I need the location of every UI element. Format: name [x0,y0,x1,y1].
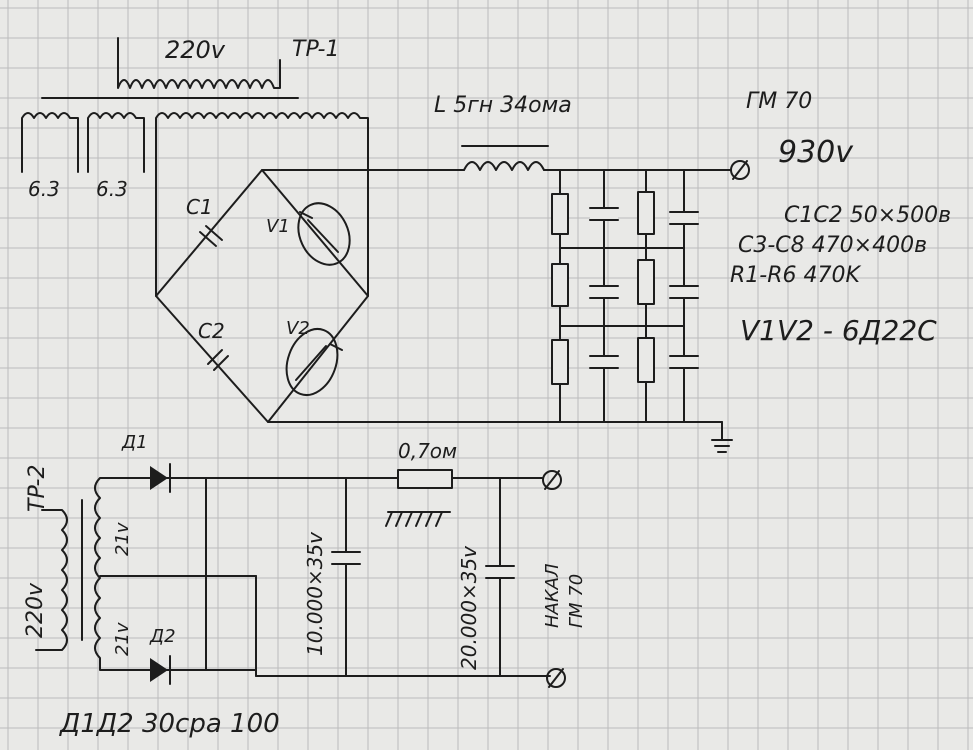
capacitor-c1-label: C1 [186,195,213,219]
heater-label-line2: ГМ 70 [566,574,587,628]
tr1-filament-winding-1 [21,112,79,173]
tr1-hv-winding [155,112,369,297]
tr1-filament-label-1: 6.3 [28,177,60,201]
spec-c3c8: C3-C8 470×400в [738,233,927,258]
tr2-secondary-winding [94,477,113,671]
anode-output-terminal [730,160,750,180]
capacitor-10000 [331,551,361,565]
diode-d2 [150,655,171,685]
spec-c1c2: C1C2 50×500в [784,203,951,228]
tube-v2-label: V2 [286,318,310,339]
bridge-rectifier: C1 C2 V1 V2 [155,169,369,423]
capacitor-20000 [485,565,515,579]
diode-tube-v2 [285,328,343,396]
tr2-label: TP-2 [25,465,50,512]
heater-terminal-bottom [546,668,566,688]
heater-terminal-top [542,470,562,490]
resistor-lv [385,469,453,527]
diode-tube-v1 [297,202,351,266]
anode-tube-label: ГМ 70 [746,89,812,114]
tr2-primary-label: 220v [23,582,48,638]
diodes-note: Д1Д2 30сра 100 [59,709,280,739]
tr1-filament-winding-2 [87,112,145,173]
transformer-tr2 [35,477,113,671]
capacitor-stack-2 [669,211,699,369]
heater-label-line1: НАКАЛ [542,563,563,628]
resistor-lv-label: 0,7oм [398,439,457,463]
tr1-filament-label-2: 6.3 [96,177,128,201]
capacitor-20000-label: 20.000×35v [457,545,481,670]
tr1-primary-winding [117,37,281,89]
transformer-tr1: 220v TP-1 6.3 6.3 [21,36,369,297]
spec-r1r6: R1-R6 470K [730,263,861,288]
spec-tubes: V1V2 - 6Д22С [740,314,937,347]
tr2-primary-winding [35,509,68,651]
capacitor-10000-label: 10.000×35v [303,531,327,656]
tr1-label: TP-1 [292,37,339,62]
anode-voltage-label: 930v [778,135,854,170]
capacitor-c2 [207,349,229,371]
diode-d2-label: Д2 [149,626,176,647]
tr2-secondary-bottom-label: 21v [112,622,133,656]
diode-d1 [150,463,171,493]
filter-bank [267,169,733,453]
capacitor-stack-1 [589,207,619,369]
diode-d1-label: Д1 [121,432,148,453]
tube-v1-label: V1 [266,216,290,237]
resistor-stack-2 [637,191,655,383]
resistor-stack-1 [551,193,569,385]
choke-l [261,145,731,171]
ground-symbol [711,421,733,453]
capacitor-c2-label: C2 [198,319,225,343]
choke-label: L 5гн 34oмa [434,93,572,118]
tr1-primary-label: 220v [165,36,226,64]
capacitor-c1 [199,225,223,247]
tr2-secondary-top-label: 21v [112,522,133,556]
